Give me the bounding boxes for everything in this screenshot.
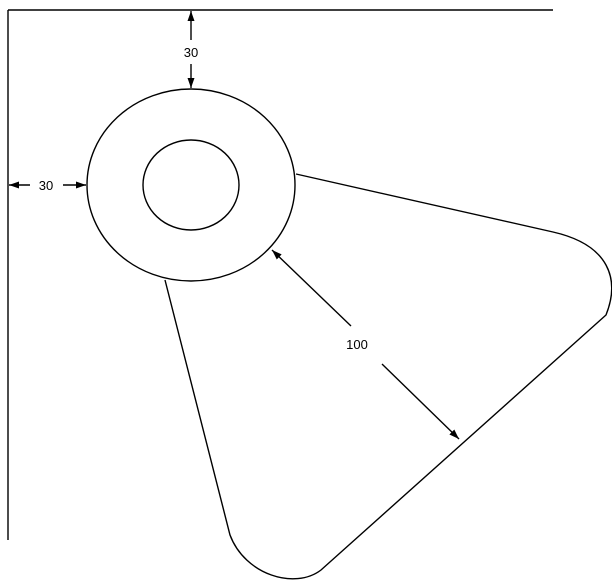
outer-circle: [86, 88, 296, 282]
radial-dimension-arrow-to-circle: [271, 249, 352, 327]
left-dimension: 30: [9, 178, 86, 193]
radial-dimension-label: 100: [346, 337, 368, 352]
top-dimension: 30: [184, 11, 198, 88]
left-dimension-label: 30: [39, 178, 53, 193]
radial-dimension-arrow-to-edge: [381, 363, 460, 440]
bracket-outline: [164, 173, 612, 580]
radial-dimension: 100: [271, 249, 460, 440]
top-dimension-label: 30: [184, 45, 198, 60]
inner-circle: [142, 139, 240, 231]
